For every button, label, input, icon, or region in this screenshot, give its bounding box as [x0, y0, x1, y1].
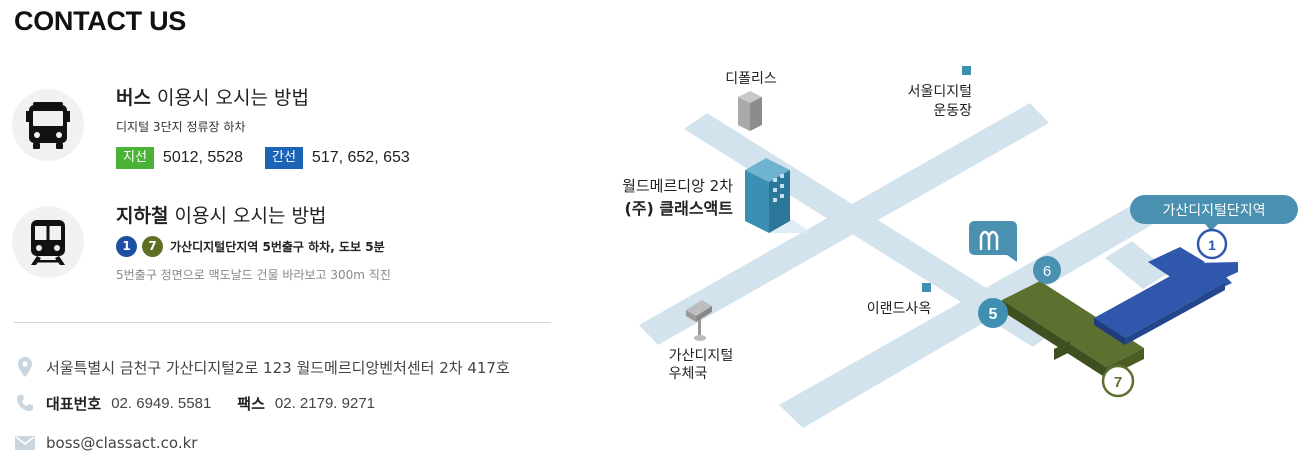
- station-label-bubble: [1130, 195, 1298, 231]
- line-1-badge: 1: [116, 235, 137, 257]
- exit-6-marker: [1033, 256, 1061, 284]
- subway-icon: [31, 220, 65, 265]
- phone-icon: [14, 392, 36, 414]
- fax-label: 팩스: [237, 394, 265, 413]
- subway-heading-bold: 지하철: [116, 205, 169, 227]
- location-pin-icon: [14, 356, 36, 378]
- label-dipolis: 디폴리스: [725, 71, 777, 87]
- exit-5-marker: [978, 298, 1008, 328]
- dipolis-building: [738, 91, 762, 131]
- label-eland: 이랜드사옥: [867, 301, 932, 317]
- bus-heading: 버스 이용시 오시는 방법: [116, 83, 309, 110]
- subway-icon-circle: [12, 206, 84, 278]
- page-title: CONTACT US: [14, 6, 186, 36]
- bus-heading-bold: 버스: [116, 87, 151, 109]
- bus-stop-text: 디지털 3단지 정류장 하차: [116, 120, 246, 134]
- label-world-2: (주) 클래스액트: [624, 199, 733, 218]
- road-right-stub: [1105, 241, 1170, 289]
- address-text: 서울특별시 금천구 가산디지털2로 123 월드메르디앙벤처센터 2차 417호: [46, 358, 510, 377]
- eland-marker: [922, 283, 931, 292]
- post-office-icon: [686, 300, 712, 341]
- bus-routes: 지선 5012, 5528 간선 517, 652, 653: [116, 146, 410, 170]
- fax-number: 02. 2179. 9271: [274, 394, 375, 412]
- trunk-bus-tag: 간선: [265, 147, 303, 169]
- subway-lines: 1 7 가산디지털단지역 5번출구 하차, 도보 5분: [116, 235, 385, 257]
- bus-heading-rest: 이용시 오시는 방법: [150, 87, 309, 109]
- exit-6-label: 6: [1043, 263, 1051, 280]
- label-stadium-1: 서울디지털: [908, 84, 972, 100]
- line-1-platform: [1094, 247, 1238, 345]
- subway-heading-rest: 이용시 오시는 방법: [168, 205, 327, 227]
- label-post-1: 가산디지털: [669, 348, 733, 364]
- email-row: boss@classact.co.kr: [14, 431, 197, 455]
- address-row: 서울특별시 금천구 가산디지털2로 123 월드메르디앙벤처센터 2차 417호: [14, 355, 510, 379]
- world-merdian-building: [745, 158, 812, 233]
- phone-label: 대표번호: [46, 394, 102, 413]
- label-post-2: 우체국: [669, 366, 708, 382]
- trunk-bus-routes: 517, 652, 653: [311, 149, 410, 166]
- map-line-7-label: 7: [1114, 374, 1122, 391]
- stadium-marker: [962, 66, 971, 75]
- branch-bus-tag: 지선: [116, 147, 154, 169]
- divider: [14, 322, 551, 323]
- label-stadium-2: 운동장: [933, 103, 972, 119]
- email-link[interactable]: boss@classact.co.kr: [46, 434, 198, 452]
- subway-note: 5번출구 정면으로 맥도날드 건물 바라보고 300m 직진: [116, 268, 391, 282]
- mcdonalds-icon: [969, 221, 1017, 262]
- line-7-badge: 7: [142, 235, 163, 257]
- phone-row: 대표번호 02. 6949. 5581 팩스 02. 2179. 9271: [14, 391, 375, 415]
- phone-number[interactable]: 02. 6949. 5581: [111, 394, 212, 412]
- map-line-7-badge: [1101, 364, 1135, 398]
- bus-icon: [26, 102, 70, 149]
- envelope-icon: [14, 432, 36, 454]
- branch-bus-routes: 5012, 5528: [162, 149, 243, 166]
- exit-5-label: 5: [989, 306, 998, 323]
- road-main-diagonal: [779, 195, 1174, 428]
- subway-heading: 지하철 이용시 오시는 방법: [116, 201, 326, 228]
- subway-exit-info: 가산디지털단지역 5번출구 하차, 도보 5분: [170, 239, 385, 254]
- map-line-1-badge: [1196, 228, 1228, 260]
- location-map: 디폴리스 서울디지털 운동장 월드메르디앙 2차 (주) 클래스액트 이랜드사옥…: [622, 66, 1298, 428]
- label-station: 가산디지털단지역: [1162, 203, 1265, 219]
- label-world-1: 월드메르디앙 2차: [622, 177, 733, 195]
- map-line-1-label: 1: [1208, 237, 1216, 253]
- bus-icon-circle: [12, 89, 84, 161]
